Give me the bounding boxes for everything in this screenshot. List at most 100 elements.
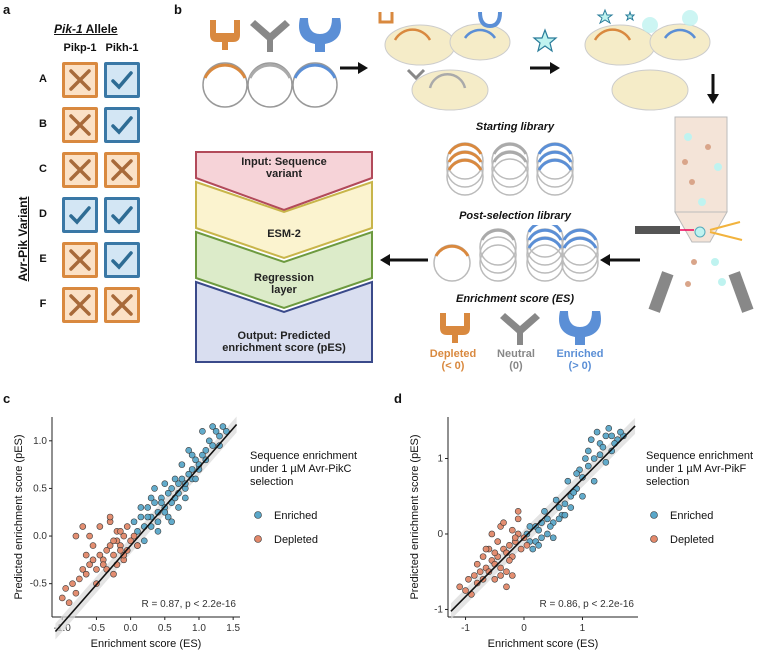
cross-icon [69, 249, 91, 271]
enriched-point [216, 442, 223, 449]
depleted-point [509, 572, 516, 579]
allele-title-italic: Pik-1 [54, 22, 83, 36]
binding-cell [104, 242, 140, 278]
no-binding-cell [104, 287, 140, 323]
depleted-point [110, 537, 117, 545]
enriched-point [199, 451, 206, 459]
check-icon [111, 71, 133, 90]
depleted-point [79, 523, 87, 530]
depleted-point [110, 570, 117, 578]
depleted-point [488, 530, 496, 538]
depleted-point [96, 523, 104, 530]
enriched-point [158, 499, 165, 507]
no-binding-cell [62, 152, 98, 188]
enriched-point [171, 475, 179, 483]
starting-library-label: Starting library [475, 121, 555, 133]
step-output-shape [195, 280, 373, 363]
depleted-point [106, 542, 114, 549]
enriched-point [137, 504, 145, 511]
enriched-point [168, 485, 175, 492]
check-icon [69, 206, 91, 225]
model-pipeline [195, 151, 373, 363]
depleted-point [506, 542, 513, 549]
allele-title-rest: Allele [82, 22, 118, 36]
depleted-point [99, 561, 107, 568]
depleted-point [462, 587, 469, 594]
correlation-annotation: R = 0.86, p < 2.2e-16 [539, 599, 634, 610]
depleted-point [58, 594, 66, 602]
enriched-point [617, 428, 624, 436]
x-tick-label: 0.5 [158, 623, 172, 634]
enriched-point [582, 455, 589, 462]
depleted-point [497, 572, 504, 579]
cross-icon [69, 159, 91, 181]
depleted-point [117, 527, 124, 535]
y-axis-label: Predicted enrichment score (pES) [13, 434, 25, 599]
x-tick-label: -0.5 [88, 623, 106, 634]
depleted-point [65, 599, 73, 607]
enriched-point [535, 526, 542, 534]
labeled-yeast-icon [584, 8, 711, 111]
depleted-point [117, 547, 124, 554]
enriched-point [538, 534, 545, 542]
y-tick-label: 0 [437, 529, 443, 540]
enriched-point [154, 527, 162, 535]
step-input-shape [195, 151, 373, 212]
panel-letter-b: b [174, 2, 182, 17]
enriched-point [587, 436, 595, 443]
post-selection-library-label: Post-selection library [459, 210, 571, 222]
post-selection-plasmids [433, 225, 599, 282]
depleted-point [456, 583, 463, 591]
arrow-left-icon [600, 254, 640, 266]
enriched-point [579, 474, 586, 481]
enriched-point [549, 534, 557, 542]
binding-cell [104, 62, 140, 98]
enriched-point [164, 513, 172, 521]
enriched-point [526, 523, 534, 530]
depleted-point [79, 566, 87, 573]
enriched-point [590, 455, 598, 462]
enriched-point [585, 462, 592, 470]
enriched-point [535, 542, 542, 549]
depleted-point [503, 583, 510, 591]
depleted-point [72, 532, 80, 540]
panel-letter-d: d [394, 391, 402, 406]
enriched-point [161, 508, 169, 516]
y-tick-label: 0.5 [33, 483, 47, 494]
enriched-point [541, 508, 548, 515]
y-tick-label: 0.0 [33, 531, 47, 542]
arrow-left-icon [380, 254, 428, 266]
enriched-receptor-icon [559, 311, 601, 345]
yeast-display-icon [378, 11, 511, 111]
enrichment-score-title: Enrichment score (ES) [456, 293, 574, 305]
enriched-point [544, 515, 551, 523]
enriched-point [188, 451, 196, 459]
depleted-point [476, 568, 484, 576]
depleted-point [96, 551, 104, 559]
enriched-point [192, 456, 199, 464]
enriched-point [552, 496, 560, 504]
depleted-category: Depleted(< 0) [429, 348, 477, 372]
legend-marker [254, 511, 262, 519]
no-binding-cell [62, 287, 98, 323]
check-icon [111, 251, 133, 270]
row-label-f: F [39, 298, 47, 310]
enriched-point [134, 527, 141, 535]
depleted-point [471, 572, 478, 579]
enriched-point [151, 485, 158, 492]
enriched-point [205, 437, 213, 445]
enriched-point [178, 475, 186, 483]
enriched-point [192, 475, 199, 483]
enriched-category: Enriched(> 0) [556, 348, 604, 372]
depleted-point [514, 515, 522, 523]
enriched-point [185, 447, 193, 454]
enriched-point [188, 466, 196, 473]
enriched-point [605, 425, 613, 432]
x-tick-label: 0 [521, 623, 527, 634]
cross-icon [69, 114, 91, 136]
depleted-point [82, 570, 90, 578]
no-binding-cell [104, 152, 140, 188]
enriched-point [602, 458, 610, 466]
